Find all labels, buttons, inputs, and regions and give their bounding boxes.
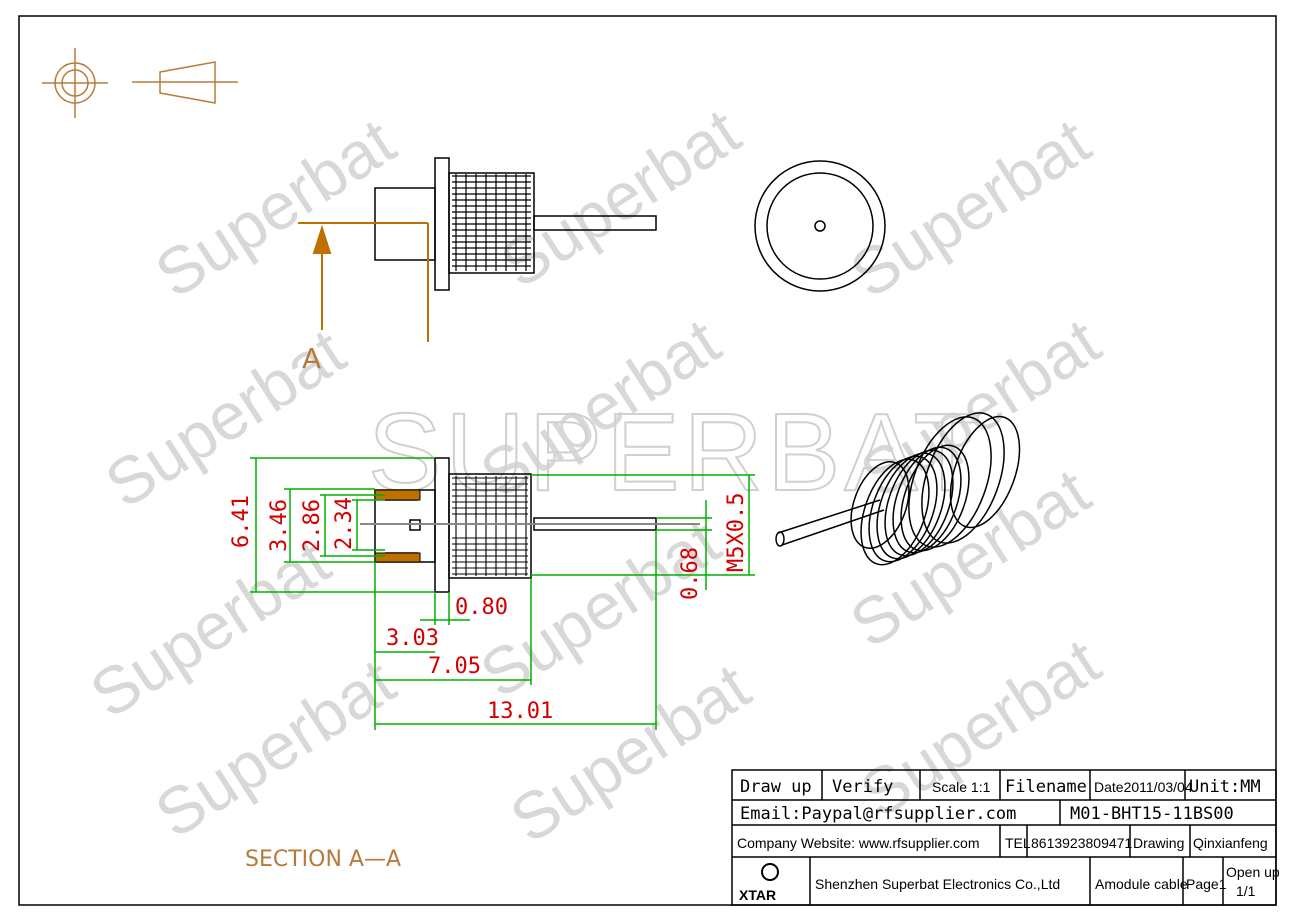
dim-2-34: 2.34 (332, 497, 357, 550)
tb-module: Amodule cable (1095, 876, 1188, 892)
dim-0-68: 0.68 (678, 547, 703, 600)
section-line-a (298, 222, 429, 342)
tb-scale: Scale 1:1 (932, 779, 991, 795)
dim-6-41: 6.41 (229, 495, 254, 548)
tb-email: Email:Paypal@rfsupplier.com (740, 804, 1016, 824)
tb-unit: Unit:MM (1189, 777, 1261, 797)
section-label: SECTION A—A (245, 847, 401, 872)
watermark-1: Superbat (142, 104, 407, 312)
xtar-logo: XTAR (739, 863, 779, 903)
dim-3-03: 3.03 (386, 626, 439, 651)
tb-company: Shenzhen Superbat Electronics Co.,Ltd (815, 876, 1060, 892)
dimension-labels: 6.41 3.46 2.86 2.34 0.80 3.03 7.05 13.01… (229, 493, 749, 724)
dim-13-01: 13.01 (487, 699, 553, 724)
projection-symbol (42, 48, 238, 118)
watermark-2: Superbat (487, 94, 752, 302)
dim-2-86: 2.86 (300, 499, 325, 552)
tb-tel-label: TEL (1005, 835, 1031, 851)
connector-isometric-view (775, 412, 1021, 566)
tb-date: Date2011/03/04 (1094, 779, 1193, 795)
dimension-lines (250, 457, 755, 730)
drawing-border (18, 15, 1277, 906)
tb-tel: 8613923809471 (1031, 835, 1132, 851)
tb-filename: Filename (1005, 777, 1087, 797)
title-block (731, 769, 1277, 906)
connector-side-view (374, 157, 657, 291)
thread-pattern (452, 174, 531, 271)
watermark-big: SUPERBAT (368, 391, 985, 514)
dim-0-80: 0.80 (455, 595, 508, 620)
tb-part-number: M01-BHT15-11BS00 (1070, 804, 1234, 824)
title-block-text: Draw up Verify Scale 1:1 Filename Date20… (737, 777, 1280, 903)
tb-website: Company Website: www.rfsupplier.com (737, 835, 980, 851)
tb-drawing: Drawing (1133, 835, 1184, 851)
tb-open-up: Open up (1226, 864, 1280, 880)
tb-draw-up: Draw up (740, 777, 812, 797)
tb-logo-text: XTAR (739, 887, 776, 903)
tb-sheet: 1/1 (1236, 883, 1256, 899)
tb-drawer: Qinxianfeng (1193, 835, 1268, 851)
dim-thread-m5x0-5: M5X0.5 (724, 493, 749, 572)
tb-page: Page1 (1186, 876, 1227, 892)
connector-end-view (754, 160, 886, 292)
watermark-3: Superbat (837, 104, 1102, 312)
dim-7-05: 7.05 (428, 654, 481, 679)
tb-verify: Verify (832, 777, 893, 797)
dim-3-46: 3.46 (267, 499, 292, 552)
section-marker-a: A (302, 342, 321, 375)
